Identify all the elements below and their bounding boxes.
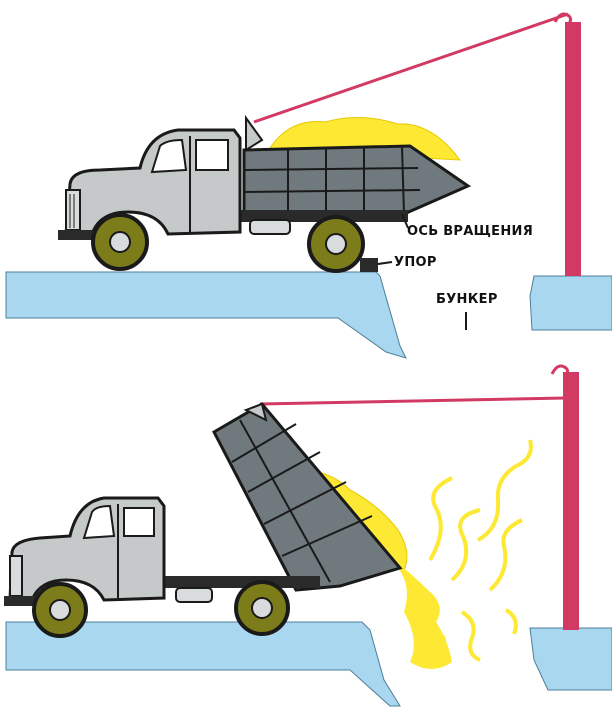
rear-wheel-top bbox=[309, 217, 363, 271]
bottom-scene bbox=[4, 366, 612, 706]
dump-truck-icon bbox=[58, 130, 240, 240]
axis-of-rotation-label: ОСЬ ВРАЩЕНИЯ bbox=[407, 224, 533, 239]
ground-right-bottom bbox=[530, 628, 612, 690]
ground-right-top bbox=[530, 276, 612, 330]
chassis-bottom bbox=[160, 576, 320, 588]
crane-pole-icon bbox=[555, 14, 581, 276]
ground-left-top bbox=[6, 272, 406, 358]
cable-top bbox=[254, 14, 568, 122]
stop-block-top bbox=[360, 258, 378, 272]
dump-body-bottom bbox=[214, 404, 400, 590]
fuel-tank-bottom bbox=[176, 588, 212, 602]
stop-label: УПОР bbox=[394, 255, 437, 270]
front-wheel-top bbox=[93, 215, 147, 269]
cable-bottom bbox=[260, 398, 566, 404]
top-scene bbox=[6, 14, 612, 358]
dump-truck-icon bbox=[4, 498, 164, 606]
front-wheel-bottom bbox=[34, 584, 86, 636]
bunker-label: БУНКЕР bbox=[436, 292, 498, 307]
fuel-tank-top bbox=[250, 220, 290, 234]
rear-wheel-bottom bbox=[236, 582, 288, 634]
stop-pointer bbox=[378, 262, 392, 264]
crane-pole-icon bbox=[552, 366, 579, 630]
